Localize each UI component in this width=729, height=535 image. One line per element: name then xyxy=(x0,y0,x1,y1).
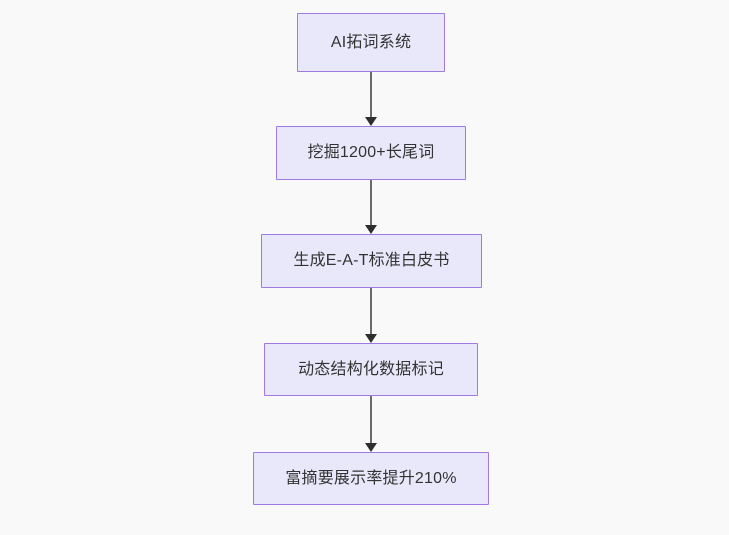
arrowhead-icon xyxy=(365,225,377,234)
flow-node-label: 动态结构化数据标记 xyxy=(298,360,444,378)
arrowhead-icon xyxy=(365,117,377,126)
flow-node-generate-eat-whitepaper[interactable]: 生成E-A-T标准白皮书 xyxy=(261,234,482,288)
arrowhead-icon xyxy=(365,334,377,343)
flow-node-label: AI拓词系统 xyxy=(330,33,412,51)
flow-node-mine-longtail-keywords[interactable]: 挖掘1200+长尾词 xyxy=(276,126,466,180)
flow-node-label: 生成E-A-T标准白皮书 xyxy=(293,252,450,270)
flow-node-label: 富摘要展示率提升210% xyxy=(285,469,457,487)
connector-line xyxy=(370,396,372,443)
flow-node-ai-keyword-system[interactable]: AI拓词系统 xyxy=(297,13,445,72)
connector-line xyxy=(370,72,372,117)
arrowhead-icon xyxy=(365,443,377,452)
flow-node-label: 挖掘1200+长尾词 xyxy=(307,144,435,162)
connector-line xyxy=(370,288,372,334)
connector-line xyxy=(370,180,372,225)
flow-node-rich-snippet-impression-uplift[interactable]: 富摘要展示率提升210% xyxy=(253,452,489,505)
flow-node-dynamic-structured-data-markup[interactable]: 动态结构化数据标记 xyxy=(264,343,478,396)
